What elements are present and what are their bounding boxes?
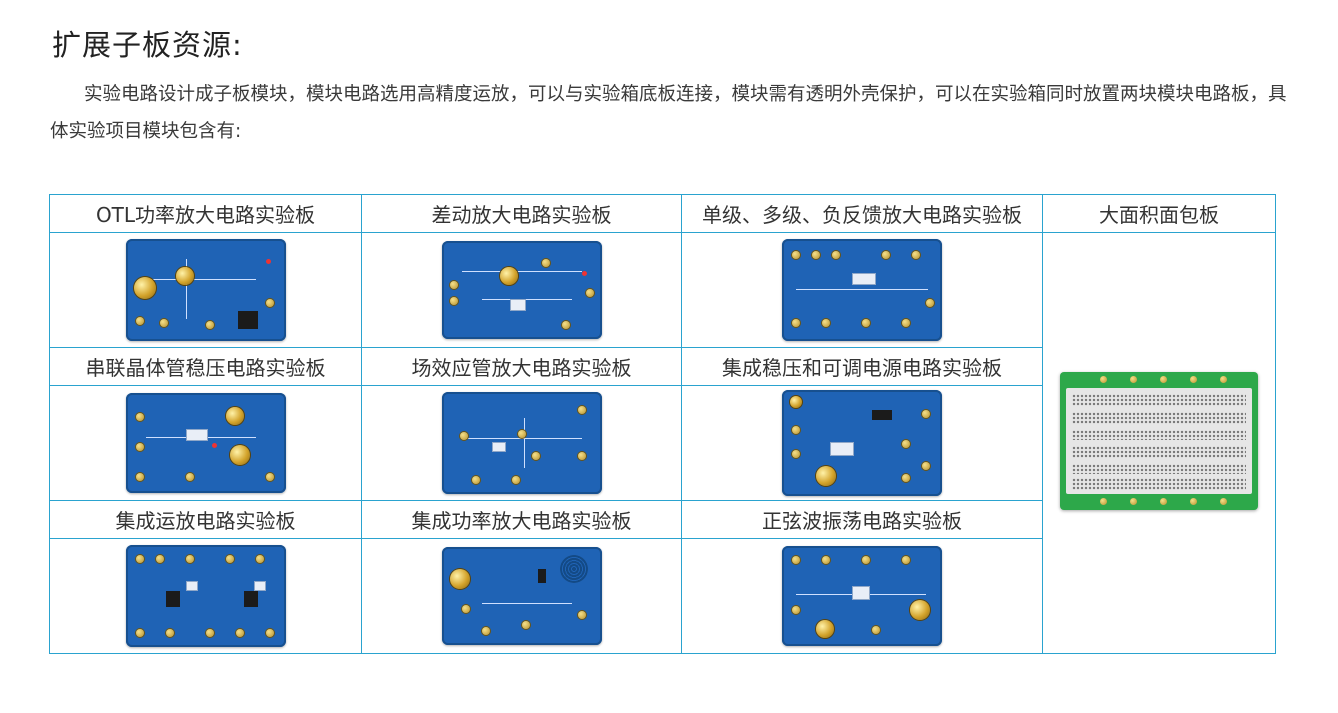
board-cell-opamp bbox=[49, 538, 362, 654]
page-heading: 扩展子板资源: bbox=[52, 28, 243, 62]
differential-board-image bbox=[441, 241, 602, 339]
breadboard-label: 大面积面包板 bbox=[1042, 194, 1276, 233]
opamp-board-image bbox=[125, 545, 286, 647]
board-label-ic-power-amp: 集成功率放大电路实验板 bbox=[361, 500, 682, 539]
ic-power-amp-board-image bbox=[441, 547, 602, 645]
breadboard-cell bbox=[1042, 232, 1276, 654]
board-cell-series-regulator bbox=[49, 385, 362, 501]
board-cell-multistage bbox=[681, 232, 1043, 348]
board-label-differential: 差动放大电路实验板 bbox=[361, 194, 682, 233]
board-cell-ic-power-amp bbox=[361, 538, 682, 654]
modules-table: OTL功率放大电路实验板 差动放大电路实验板 单级、多级、负反馈放大电路实验板 … bbox=[49, 194, 1276, 654]
board-label-ic-regulator: 集成稳压和可调电源电路实验板 bbox=[681, 347, 1043, 386]
board-cell-fet bbox=[361, 385, 682, 501]
otl-board-image bbox=[125, 239, 286, 341]
board-label-opamp: 集成运放电路实验板 bbox=[49, 500, 362, 539]
board-label-series-regulator: 串联晶体管稳压电路实验板 bbox=[49, 347, 362, 386]
board-cell-sine-oscillator bbox=[681, 538, 1043, 654]
board-label-multistage: 单级、多级、负反馈放大电路实验板 bbox=[681, 194, 1043, 233]
board-label-sine-oscillator: 正弦波振荡电路实验板 bbox=[681, 500, 1043, 539]
series-regulator-board-image bbox=[125, 393, 286, 493]
board-cell-otl bbox=[49, 232, 362, 348]
board-label-fet: 场效应管放大电路实验板 bbox=[361, 347, 682, 386]
board-cell-differential bbox=[361, 232, 682, 348]
speaker-grille bbox=[559, 555, 588, 583]
board-cell-ic-regulator bbox=[681, 385, 1043, 501]
fet-board-image bbox=[441, 392, 602, 494]
sine-oscillator-board-image bbox=[782, 546, 942, 646]
multistage-board-image bbox=[782, 239, 942, 341]
board-label-otl: OTL功率放大电路实验板 bbox=[49, 194, 362, 233]
intro-paragraph: 实验电路设计成子板模块，模块电路选用高精度运放，可以与实验箱底板连接，模块需有透… bbox=[50, 84, 1287, 142]
ic-regulator-board-image bbox=[782, 390, 942, 496]
breadboard-image bbox=[1060, 372, 1258, 510]
